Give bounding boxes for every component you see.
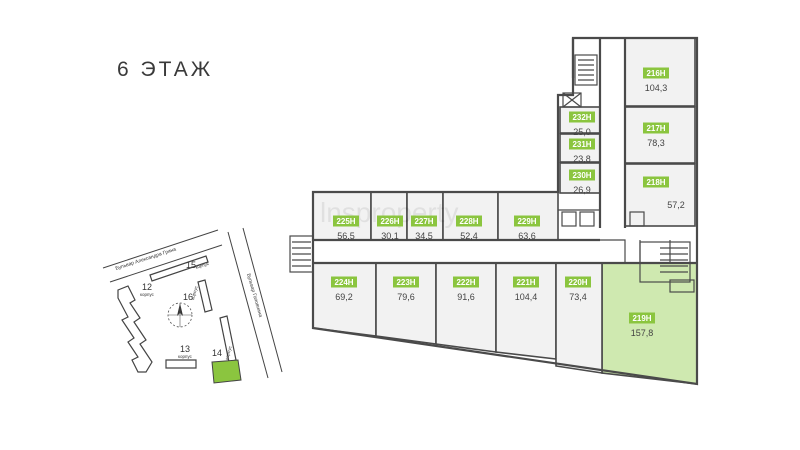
street-name-1: Бульвар Александра Грина — [115, 247, 177, 272]
building-number-12: 12 — [142, 282, 152, 292]
unit-area: 25,0 — [573, 127, 591, 137]
unit-number: 217Н — [646, 124, 665, 133]
street-line — [227, 231, 269, 379]
unit-area: 79,6 — [397, 292, 415, 302]
building-label-15: корпус — [195, 261, 210, 270]
room-218[interactable] — [624, 163, 696, 227]
unit-number: 228Н — [459, 217, 478, 226]
building-16[interactable] — [197, 279, 213, 313]
building-14-selected[interactable] — [211, 359, 242, 384]
unit-number: 218Н — [646, 178, 665, 187]
unit-number: 223Н — [396, 278, 415, 287]
unit-area: 91,6 — [457, 292, 475, 302]
room-217[interactable] — [624, 106, 696, 164]
unit-area: 104,3 — [645, 83, 668, 93]
building-number-15: 15 — [186, 260, 196, 270]
site-map: Бульвар Александра Грина Бульвар Головни… — [102, 227, 283, 384]
floor-title: 6 ЭТАЖ — [117, 58, 214, 81]
rooms — [312, 37, 696, 374]
building-13[interactable] — [165, 359, 197, 369]
unit-area: 104,4 — [515, 292, 538, 302]
unit-badge-226Н[interactable] — [377, 215, 403, 227]
unit-badge-219Н[interactable] — [629, 312, 655, 324]
unit-labels: 216Н 104,3 232Н 25,0 217Н 78,3 231Н 23,8 230Н 26,… — [331, 67, 685, 338]
unit-number: 227Н — [414, 217, 433, 226]
building-15[interactable] — [149, 255, 209, 282]
building-12[interactable] — [117, 285, 153, 373]
street-line — [109, 244, 223, 283]
unit-area: 63,6 — [518, 231, 536, 241]
building-number-14: 14 — [212, 348, 222, 358]
unit-number: 216Н — [646, 69, 665, 78]
stairs-left — [289, 235, 314, 273]
street-line — [102, 229, 219, 269]
unit-area: 34,5 — [415, 231, 433, 241]
stairs-top — [562, 54, 598, 108]
unit-badge-222Н[interactable] — [453, 276, 479, 288]
street-line — [242, 227, 283, 373]
unit-area: 56,5 — [337, 231, 355, 241]
unit-number: 221Н — [516, 278, 535, 287]
unit-area: 30,1 — [381, 231, 399, 241]
unit-area: 73,4 — [569, 292, 587, 302]
unit-number: 225Н — [336, 217, 355, 226]
unit-badge-225Н[interactable] — [333, 215, 359, 227]
outer-walls — [311, 36, 699, 386]
unit-area: 57,2 — [667, 200, 685, 210]
unit-number: 219Н — [632, 314, 651, 323]
unit-area: 78,3 — [647, 138, 665, 148]
unit-badge-217Н[interactable] — [643, 122, 669, 134]
unit-badge-230Н[interactable] — [569, 169, 595, 181]
unit-badge-220Н[interactable] — [565, 276, 591, 288]
building-label-14: корпус — [224, 345, 233, 360]
unit-badge-223Н[interactable] — [393, 276, 419, 288]
unit-number: 220Н — [568, 278, 587, 287]
unit-badge-228Н[interactable] — [456, 215, 482, 227]
unit-badge-232Н[interactable] — [569, 111, 595, 123]
unit-badge-227Н[interactable] — [411, 215, 437, 227]
unit-area: 52,4 — [460, 231, 478, 241]
unit-number: 229Н — [517, 217, 536, 226]
unit-number: 232Н — [572, 113, 591, 122]
unit-badge-216Н[interactable] — [643, 67, 669, 79]
compass-icon — [167, 302, 193, 328]
building-label-13: корпус — [178, 354, 193, 359]
building-number-13: 13 — [180, 344, 190, 354]
unit-badge-231Н[interactable] — [569, 138, 595, 150]
unit-area: 157,8 — [631, 328, 654, 338]
unit-area: 26,9 — [573, 185, 591, 195]
room-223[interactable] — [375, 262, 437, 345]
unit-number: 222Н — [456, 278, 475, 287]
building-number-16: 16 — [183, 292, 193, 302]
unit-area: 69,2 — [335, 292, 353, 302]
stairs-right — [561, 211, 695, 293]
unit-badge-229Н[interactable] — [514, 215, 540, 227]
unit-badge-221Н[interactable] — [513, 276, 539, 288]
room-222[interactable] — [435, 262, 497, 353]
unit-badge-218Н[interactable] — [643, 176, 669, 188]
unit-number: 224Н — [334, 278, 353, 287]
unit-area: 23,8 — [573, 154, 591, 164]
unit-number: 230Н — [572, 171, 591, 180]
unit-badge-224Н[interactable] — [331, 276, 357, 288]
unit-number: 226Н — [380, 217, 399, 226]
building-label-12: корпус — [140, 292, 155, 297]
building-label-16: корпус — [190, 285, 199, 300]
street-name-2: Бульвар Головнина — [245, 273, 263, 318]
unit-number: 231Н — [572, 140, 591, 149]
